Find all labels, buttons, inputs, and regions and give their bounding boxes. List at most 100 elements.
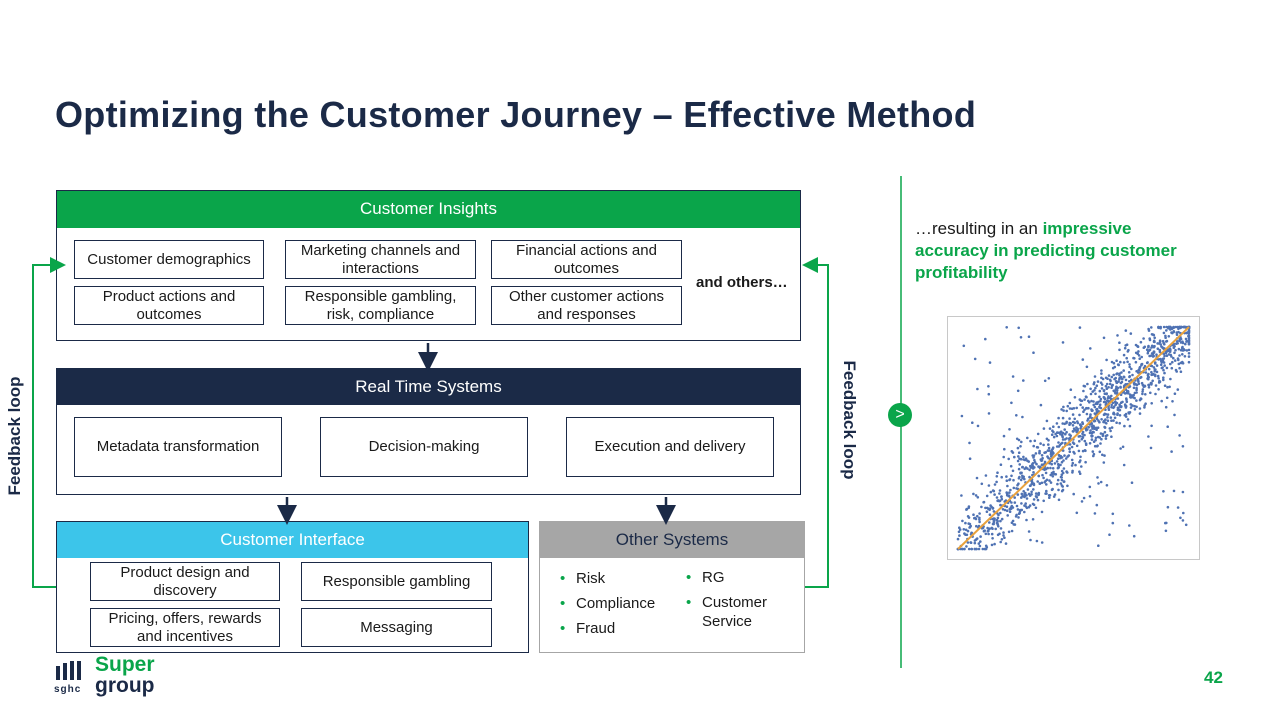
scatter-point bbox=[1130, 367, 1133, 371]
scatter-point bbox=[1098, 403, 1102, 406]
scatter-point bbox=[1128, 365, 1131, 369]
scatter-point bbox=[962, 344, 966, 348]
scatter-point bbox=[1133, 408, 1137, 411]
scatter-point bbox=[1088, 442, 1092, 445]
scatter-point bbox=[988, 361, 992, 364]
scatter-point bbox=[1027, 505, 1031, 509]
scatter-point bbox=[1133, 391, 1137, 395]
scatter-point bbox=[1071, 413, 1075, 416]
scatter-point bbox=[1068, 421, 1071, 425]
scatter-point bbox=[1046, 449, 1050, 452]
scatter-point bbox=[1126, 360, 1129, 364]
scatter-point bbox=[1171, 326, 1174, 329]
scatter-point bbox=[1092, 382, 1096, 386]
scatter-point bbox=[1102, 461, 1106, 464]
scatter-point bbox=[1135, 386, 1138, 390]
scatter-point bbox=[969, 524, 972, 528]
scatter-point bbox=[1078, 439, 1081, 443]
scatter-point bbox=[1095, 428, 1098, 431]
scatter-point bbox=[1112, 406, 1115, 410]
scatter-point bbox=[1174, 325, 1178, 329]
scatter-point bbox=[1135, 399, 1138, 402]
scatter-point bbox=[1047, 439, 1050, 442]
scatter-point bbox=[1009, 464, 1013, 468]
scatter-point bbox=[1016, 446, 1020, 450]
scatter-point bbox=[1148, 337, 1151, 340]
scatter-point bbox=[1040, 454, 1044, 457]
scatter-point bbox=[989, 504, 992, 507]
scatter-point bbox=[1036, 480, 1039, 483]
scatter-point bbox=[1172, 356, 1175, 360]
scatter-point bbox=[1061, 422, 1064, 425]
scatter-point bbox=[996, 522, 999, 525]
scatter-point bbox=[1053, 462, 1057, 465]
scatter-point bbox=[1050, 488, 1054, 492]
scatter-point bbox=[963, 547, 966, 551]
scatter-point bbox=[968, 441, 971, 445]
scatter-point bbox=[1064, 432, 1067, 436]
scatter-point bbox=[1088, 401, 1091, 404]
scatter-point bbox=[1084, 442, 1088, 445]
scatter-point bbox=[1185, 339, 1189, 343]
scatter-point bbox=[1057, 462, 1060, 466]
scatter-point bbox=[966, 529, 970, 533]
scatter-point bbox=[1037, 474, 1041, 478]
interface-responsible-gambling: Responsible gambling bbox=[301, 562, 492, 601]
scatter-point bbox=[1102, 336, 1106, 340]
scatter-point bbox=[967, 505, 971, 508]
scatter-point bbox=[1101, 432, 1105, 436]
scatter-point bbox=[1141, 388, 1145, 391]
scatter-point bbox=[1133, 381, 1136, 385]
scatter-point bbox=[1123, 346, 1127, 350]
other-systems-item: Compliance bbox=[558, 594, 678, 613]
scatter-point bbox=[1040, 541, 1044, 544]
scatter-point bbox=[1085, 428, 1088, 432]
scatter-point bbox=[1164, 521, 1167, 525]
scatter-point bbox=[1009, 506, 1013, 509]
scatter-point bbox=[1025, 518, 1028, 522]
scatter-point bbox=[1112, 361, 1116, 365]
scatter-point bbox=[1179, 516, 1182, 520]
scatter-point bbox=[1075, 406, 1078, 410]
scatter-point bbox=[1080, 465, 1083, 468]
scatter-point bbox=[1182, 511, 1185, 515]
scatter-point bbox=[1104, 384, 1108, 388]
scatter-point bbox=[1100, 418, 1103, 421]
scatter-point bbox=[1041, 473, 1044, 477]
scatter-point bbox=[1181, 519, 1185, 522]
scatter-point bbox=[984, 532, 988, 536]
scatter-point bbox=[1031, 502, 1035, 506]
scatter-point bbox=[1008, 428, 1011, 431]
scatter-point bbox=[1000, 517, 1004, 521]
decision-making-box: Decision-making bbox=[320, 417, 528, 477]
scatter-point bbox=[1173, 413, 1176, 417]
scatter-point bbox=[1086, 419, 1089, 422]
scatter-point bbox=[1053, 493, 1057, 496]
scatter-point bbox=[1072, 492, 1075, 496]
scatter-point bbox=[1144, 371, 1148, 374]
scatter-point bbox=[1004, 542, 1008, 545]
scatter-point bbox=[1003, 508, 1007, 512]
scatter-point bbox=[1105, 399, 1109, 403]
scatter-point bbox=[1078, 326, 1082, 329]
scatter-point bbox=[1116, 334, 1119, 337]
scatter-point bbox=[1007, 457, 1010, 461]
scatter-point bbox=[1085, 365, 1089, 369]
scatter-point bbox=[1092, 400, 1095, 403]
scatter-point bbox=[980, 482, 984, 486]
scatter-point bbox=[976, 496, 980, 499]
scatter-point bbox=[1082, 410, 1085, 413]
scatter-point bbox=[968, 457, 972, 460]
scatter-point bbox=[1081, 421, 1084, 424]
scatter-point bbox=[1181, 445, 1185, 448]
scatter-point bbox=[1115, 421, 1118, 424]
scatter-point bbox=[1112, 419, 1115, 422]
scatter-point bbox=[1094, 392, 1097, 396]
execution-delivery-box: Execution and delivery bbox=[566, 417, 774, 477]
scatter-point bbox=[1118, 341, 1121, 344]
scatter-point bbox=[1028, 468, 1031, 472]
scatter-point bbox=[962, 528, 966, 531]
scatter-point bbox=[1110, 426, 1114, 429]
other-systems-item: RG bbox=[684, 568, 794, 587]
scatter-point bbox=[1062, 467, 1066, 470]
